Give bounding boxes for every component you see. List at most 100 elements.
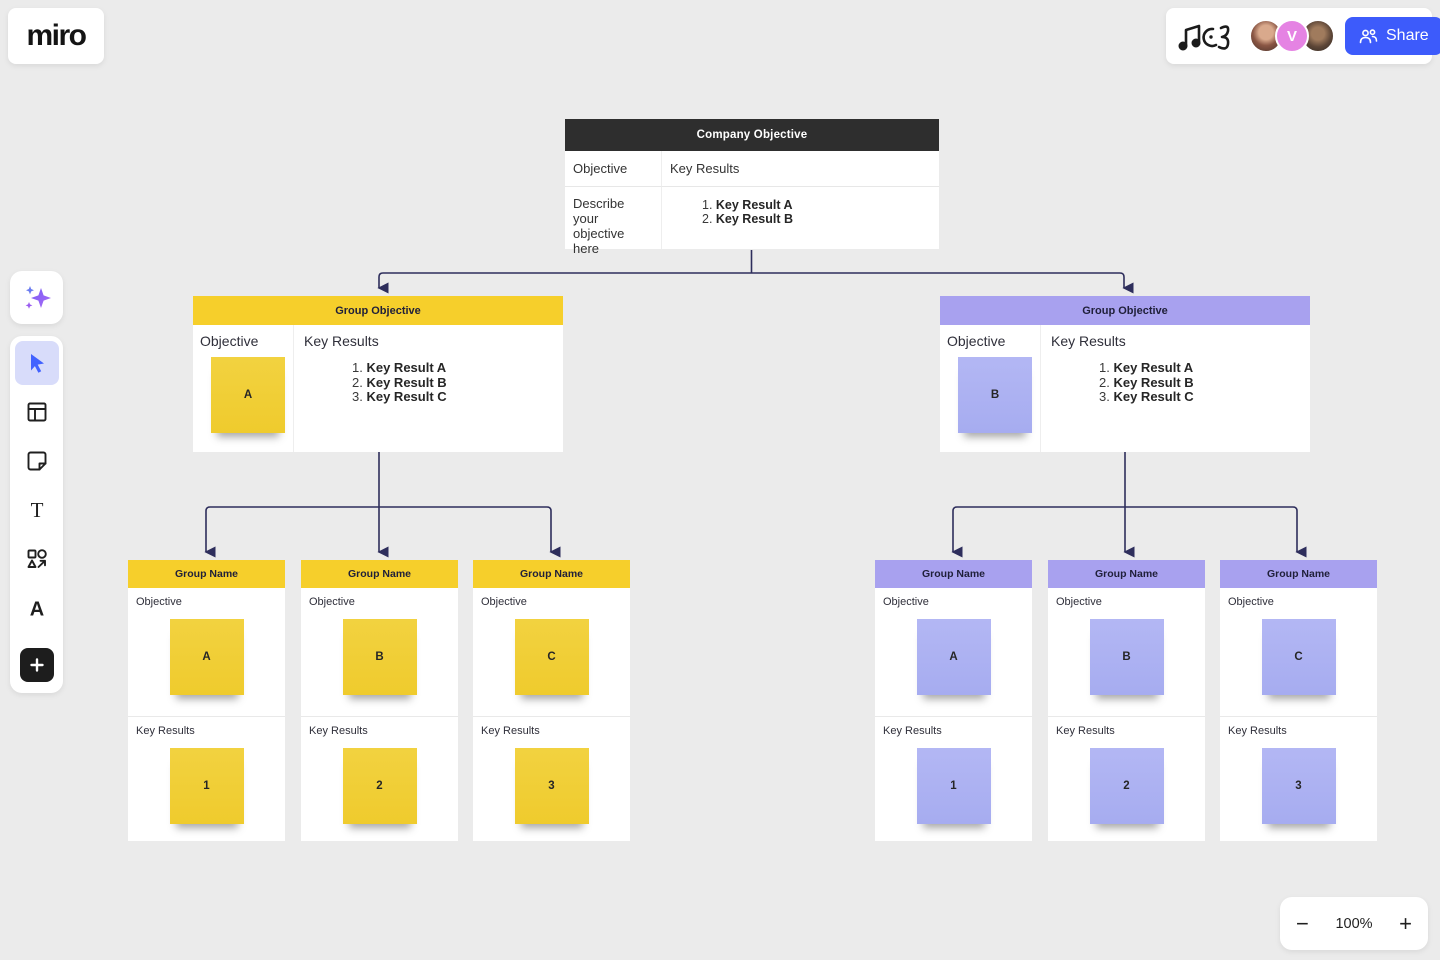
key-result-item[interactable]: Key Result B xyxy=(366,374,447,390)
zoom-out-button[interactable]: − xyxy=(1296,910,1309,936)
objective-label: Objective xyxy=(1056,596,1102,608)
sticky-note[interactable]: 1 xyxy=(169,748,244,824)
ai-assistant-button[interactable] xyxy=(10,271,63,324)
group-name-title: Group Name xyxy=(473,560,630,588)
group-objective-table-yellow[interactable]: Group Objective Objective A Key Results … xyxy=(193,296,563,452)
company-key-results-list: Key Result A Key Result B xyxy=(670,198,931,226)
sticky-note-text: B xyxy=(990,389,1000,401)
group-name-card[interactable]: Group Name Objective B Key Results 2 xyxy=(1048,560,1205,841)
key-results-col-label: Key Results xyxy=(304,333,379,349)
key-results-label: Key Results xyxy=(883,725,942,737)
add-apps-button[interactable] xyxy=(19,648,54,682)
group-name-title: Group Name xyxy=(301,560,458,588)
svg-text:T: T xyxy=(30,498,43,522)
sticky-note-icon xyxy=(27,451,46,471)
group-key-results-list: Key Result A Key Result B Key Result C xyxy=(304,360,563,405)
sticky-note[interactable]: B xyxy=(958,357,1032,433)
zoom-controls: − 100% + xyxy=(1280,897,1428,950)
company-key-results-col-header: Key Results xyxy=(661,151,939,187)
sticky-note[interactable]: 2 xyxy=(1089,748,1164,824)
company-objective-text[interactable]: Describe your objective here xyxy=(573,196,625,256)
sticky-note[interactable]: B xyxy=(1089,619,1164,695)
group-name-title: Group Name xyxy=(1048,560,1205,588)
sticky-note[interactable]: 2 xyxy=(342,748,417,824)
section-divider xyxy=(1220,716,1377,717)
sticky-note-tool[interactable] xyxy=(15,439,59,483)
sticky-note[interactable]: 1 xyxy=(916,748,991,824)
shapes-tool[interactable] xyxy=(15,537,59,581)
key-result-item[interactable]: Key Result A xyxy=(1113,360,1194,375)
section-divider xyxy=(473,716,630,717)
sticky-note-text: 3 xyxy=(1295,780,1302,792)
sticky-note-text: 2 xyxy=(1123,780,1130,792)
group-name-title: Group Name xyxy=(128,560,285,588)
objective-label: Objective xyxy=(136,596,182,608)
key-results-label: Key Results xyxy=(1228,725,1287,737)
shapes-icon xyxy=(27,549,47,568)
sticky-note-text: B xyxy=(1122,651,1131,663)
share-button[interactable]: Share xyxy=(1345,17,1440,55)
sticky-note-text: 2 xyxy=(376,780,383,792)
miro-logo[interactable]: miro xyxy=(8,8,104,64)
key-result-item[interactable]: Key Result A xyxy=(715,198,793,212)
key-results-label: Key Results xyxy=(1056,725,1115,737)
group-name-card[interactable]: Group Name Objective C Key Results 3 xyxy=(473,560,630,841)
avatar-initial: V xyxy=(1286,27,1297,45)
group-name-card[interactable]: Group Name Objective B Key Results 2 xyxy=(301,560,458,841)
objective-label: Objective xyxy=(481,596,527,608)
sticky-note-text: A xyxy=(202,651,211,663)
svg-text:A: A xyxy=(29,599,43,621)
key-result-item[interactable]: Key Result A xyxy=(366,360,447,375)
objective-label: Objective xyxy=(1228,596,1274,608)
sticky-note-text: B xyxy=(375,651,384,663)
sticky-note-text: A xyxy=(949,651,958,663)
section-divider xyxy=(301,716,458,717)
sticky-note[interactable]: 3 xyxy=(514,748,589,824)
sticky-note-text: 1 xyxy=(203,780,210,792)
key-result-item[interactable]: Key Result B xyxy=(1113,374,1194,390)
sticky-note[interactable]: C xyxy=(514,619,589,695)
sticky-note[interactable]: C xyxy=(1261,619,1336,695)
sticky-note[interactable]: B xyxy=(342,619,417,695)
zoom-level[interactable]: 100% xyxy=(1335,915,1373,932)
key-results-col-label: Key Results xyxy=(1051,333,1126,349)
sticky-note-text: A xyxy=(243,389,253,401)
select-tool[interactable] xyxy=(14,341,59,385)
group-name-card[interactable]: Group Name Objective A Key Results 1 xyxy=(128,560,285,841)
sticky-note[interactable]: 3 xyxy=(1261,748,1336,824)
miro-logo-text: miro xyxy=(26,19,87,52)
people-icon xyxy=(1359,29,1378,44)
objective-col-label: Objective xyxy=(947,333,1006,349)
section-divider xyxy=(875,716,1032,717)
pen-tool[interactable]: A xyxy=(15,586,59,630)
section-divider xyxy=(1048,716,1205,717)
pen-icon: A xyxy=(29,599,43,621)
group-name-card[interactable]: Group Name Objective C Key Results 3 xyxy=(1220,560,1377,841)
top-right-toolbar: V Share xyxy=(1166,8,1440,64)
templates-tool[interactable] xyxy=(15,390,59,434)
group-name-card[interactable]: Group Name Objective A Key Results 1 xyxy=(875,560,1032,841)
key-results-label: Key Results xyxy=(136,725,195,737)
company-objective-table[interactable]: Company Objective Objective Key Results … xyxy=(565,119,939,256)
sticky-note[interactable]: A xyxy=(169,619,244,695)
company-objective-col-header: Objective xyxy=(565,151,661,187)
frame-icon xyxy=(27,402,46,422)
tools-toolbar: T A xyxy=(10,336,63,693)
group-key-results-list: Key Result A Key Result B Key Result C xyxy=(1051,360,1310,405)
section-divider xyxy=(128,716,285,717)
group-objective-table-purple[interactable]: Group Objective Objective B Key Results … xyxy=(940,296,1310,452)
sticky-note[interactable]: A xyxy=(211,357,285,433)
sticky-note-text: 1 xyxy=(950,780,957,792)
key-result-item[interactable]: Key Result C xyxy=(1113,389,1194,405)
plus-icon xyxy=(29,658,44,672)
key-result-item[interactable]: Key Result B xyxy=(715,212,794,226)
key-results-label: Key Results xyxy=(309,725,368,737)
zoom-in-button[interactable]: + xyxy=(1399,910,1412,936)
group-objective-title: Group Objective xyxy=(193,296,563,325)
text-tool[interactable]: T xyxy=(15,488,59,532)
avatar[interactable]: V xyxy=(1275,19,1309,53)
sticky-note[interactable]: A xyxy=(916,619,991,695)
key-result-item[interactable]: Key Result C xyxy=(366,389,447,405)
music-doodle-icon[interactable] xyxy=(1175,17,1233,55)
